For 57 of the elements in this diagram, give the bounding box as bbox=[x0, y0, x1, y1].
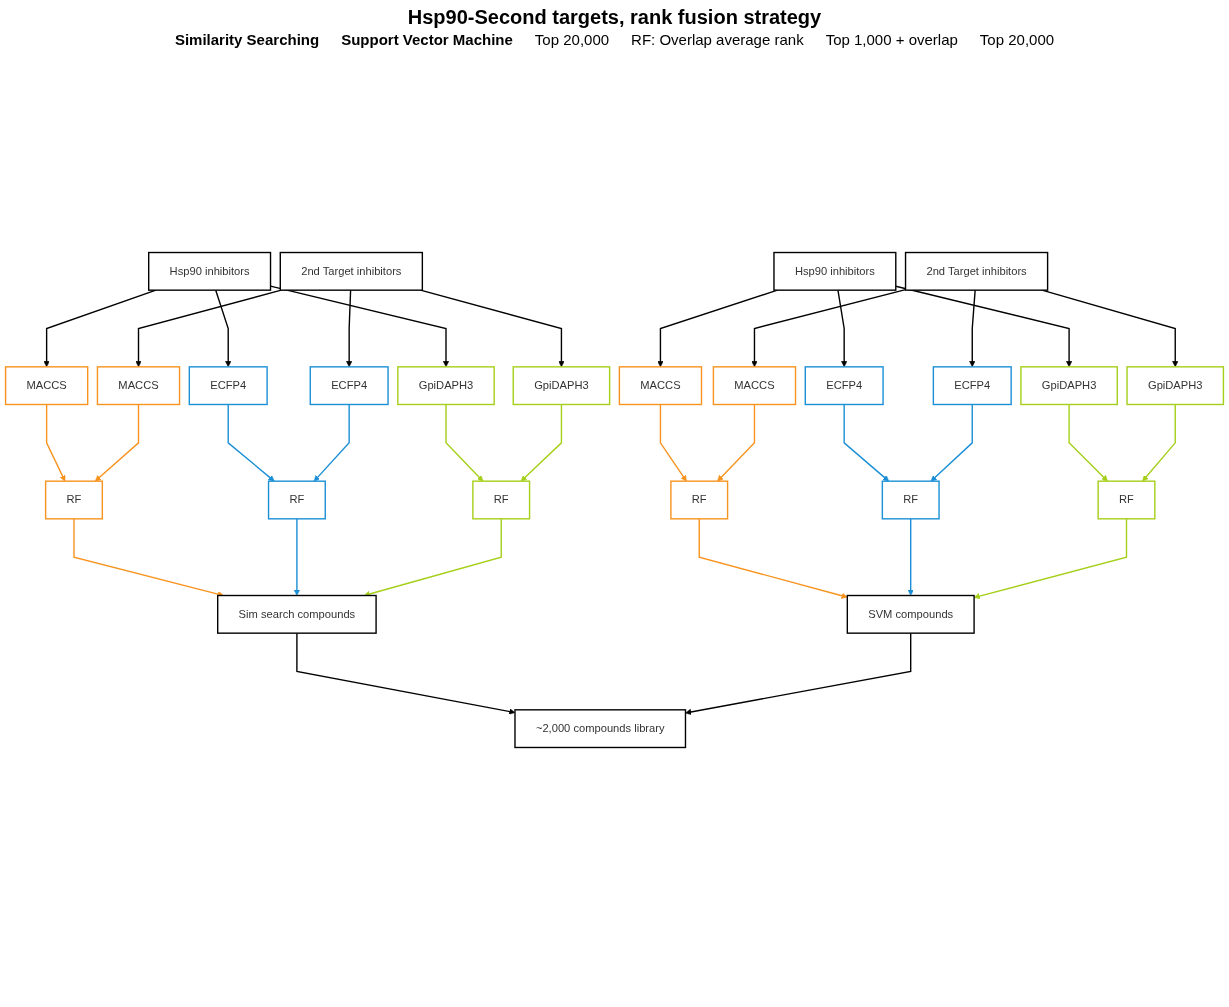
arrow bbox=[45, 403, 66, 482]
arrow bbox=[1142, 403, 1176, 482]
arrow bbox=[1068, 403, 1108, 482]
node-box: RF bbox=[881, 480, 940, 520]
arrow bbox=[843, 403, 890, 482]
arrow bbox=[135, 289, 282, 368]
note-text: Top 20,000 bbox=[534, 31, 610, 48]
arrow bbox=[520, 403, 563, 482]
node-box: Hsp90 inhibitors bbox=[773, 251, 897, 291]
diagram-title: Hsp90-Second targets, rank fusion strategy bbox=[406, 6, 823, 29]
note-text: Top 1,000 + overlap bbox=[825, 31, 958, 48]
node-box: MACCS bbox=[4, 366, 89, 406]
section-heading: Support Vector Machine bbox=[341, 31, 513, 48]
note-text: Top 20,000 bbox=[979, 31, 1055, 48]
arrow bbox=[698, 518, 848, 599]
node-box: SVM compounds bbox=[846, 594, 975, 634]
node-box: ~2,000 compounds library bbox=[514, 709, 687, 749]
node-box: ECFP4 bbox=[804, 366, 884, 406]
note-text: RF: Overlap average rank bbox=[631, 31, 804, 48]
arrow bbox=[445, 403, 484, 482]
node-box: RF bbox=[267, 480, 326, 520]
arrow bbox=[293, 518, 300, 596]
section-heading: Similarity Searching bbox=[174, 31, 320, 48]
arrow bbox=[94, 403, 140, 482]
node-box: GpiDAPH3 bbox=[512, 366, 611, 406]
node-box: ECFP4 bbox=[932, 366, 1012, 406]
arrow bbox=[685, 632, 912, 715]
node-box: MACCS bbox=[712, 366, 797, 406]
node-box: 2nd Target inhibitors bbox=[279, 251, 424, 291]
node-box: GpiDAPH3 bbox=[397, 366, 495, 406]
arrow bbox=[73, 518, 224, 598]
arrow bbox=[837, 289, 848, 368]
node-box: MACCS bbox=[96, 366, 181, 406]
node-box: Hsp90 inhibitors bbox=[148, 251, 272, 291]
node-box: RF bbox=[670, 480, 729, 520]
arrow bbox=[313, 403, 350, 482]
node-box: 2nd Target inhibitors bbox=[904, 251, 1049, 291]
arrow bbox=[659, 403, 687, 482]
node-box: MACCS bbox=[618, 366, 703, 406]
arrow bbox=[895, 285, 1073, 368]
node-box: ECFP4 bbox=[309, 366, 389, 406]
arrow bbox=[215, 289, 232, 368]
node-box: GpiDAPH3 bbox=[1126, 366, 1225, 406]
node-box: RF bbox=[44, 480, 103, 520]
node-box: GpiDAPH3 bbox=[1020, 366, 1118, 406]
arrow bbox=[227, 403, 275, 482]
node-box: Sim search compounds bbox=[217, 594, 377, 634]
arrow bbox=[907, 518, 914, 596]
arrow bbox=[363, 518, 502, 597]
arrow bbox=[346, 289, 353, 368]
arrow bbox=[717, 403, 756, 482]
arrow bbox=[969, 289, 976, 368]
node-box: ECFP4 bbox=[188, 366, 268, 406]
arrow bbox=[930, 403, 973, 482]
node-box: RF bbox=[1097, 480, 1156, 520]
arrow bbox=[973, 518, 1128, 600]
node-box: RF bbox=[472, 480, 531, 520]
